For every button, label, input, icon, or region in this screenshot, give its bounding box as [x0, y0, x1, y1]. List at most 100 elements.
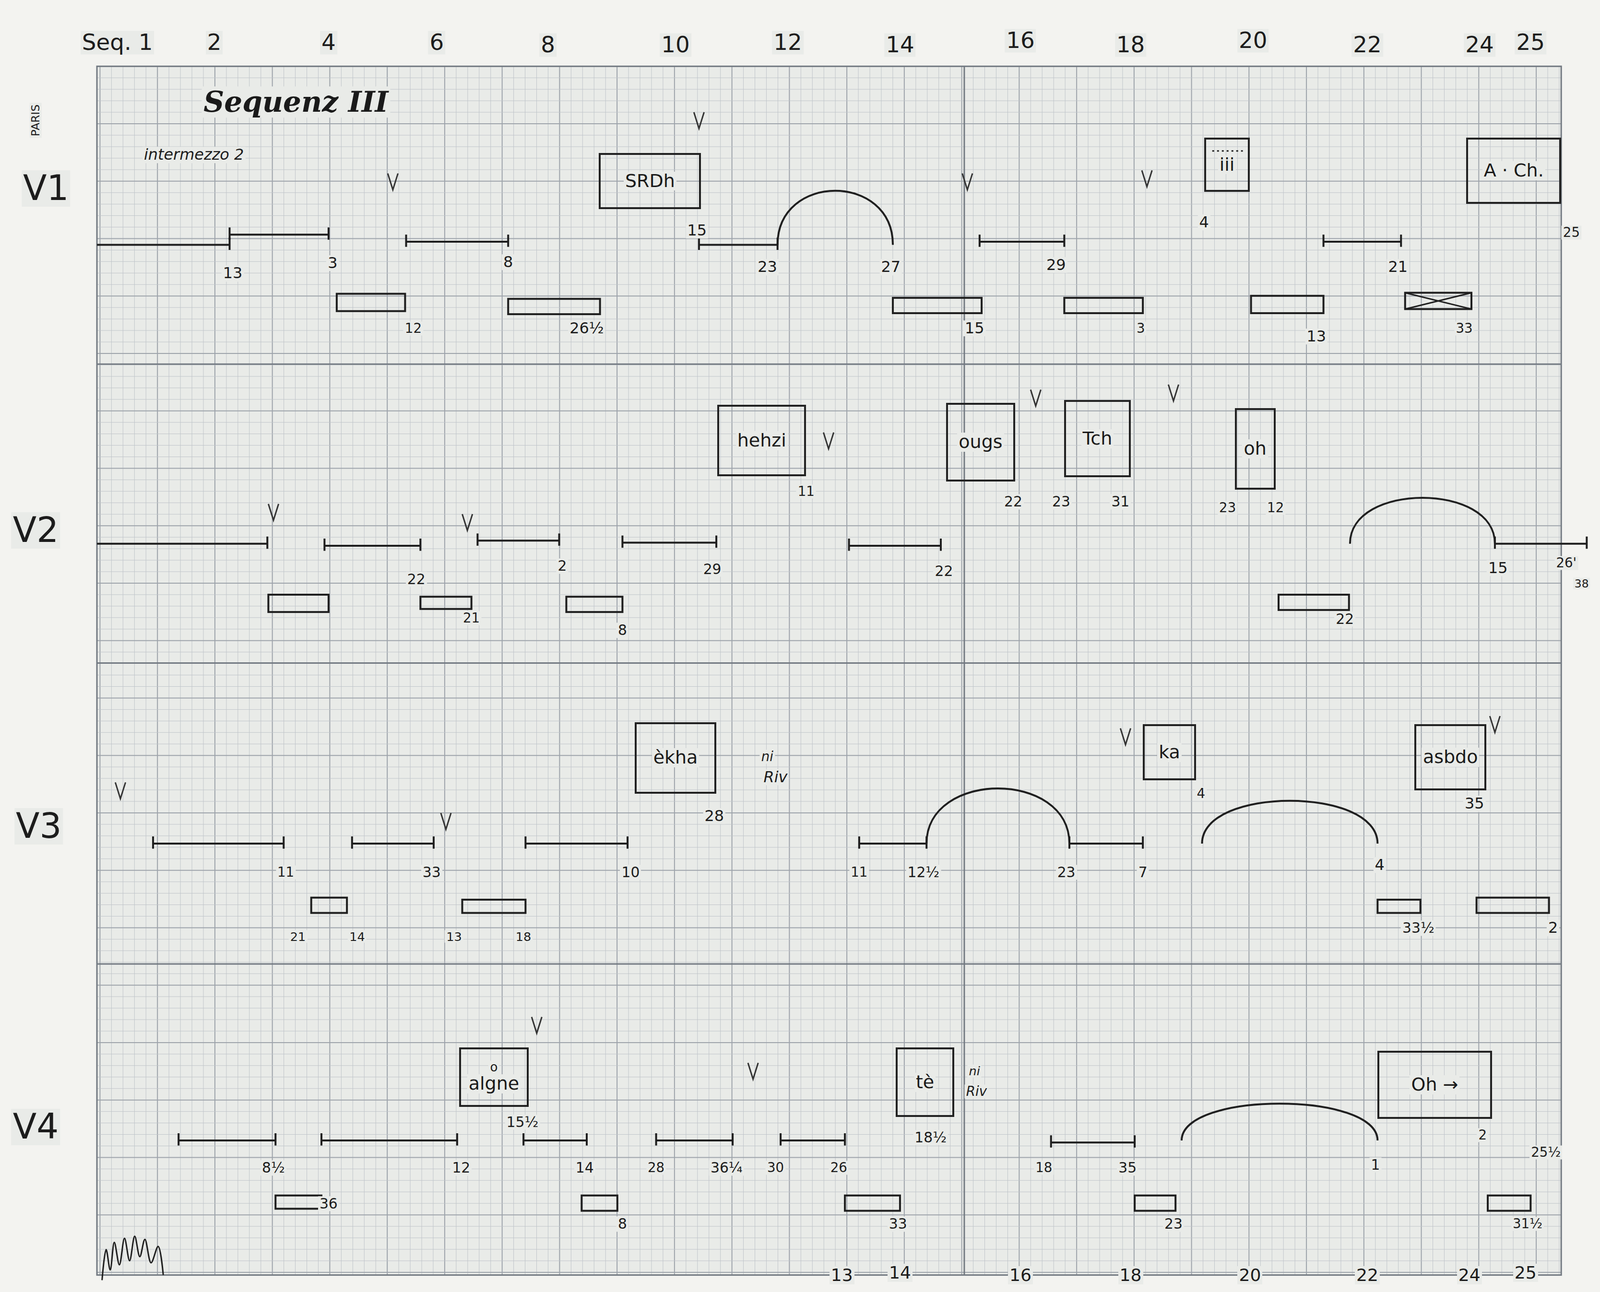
grid-line	[96, 962, 1562, 963]
duration-number: 7	[1137, 865, 1150, 880]
paper-border	[96, 66, 1562, 1276]
duration-number: 15½	[505, 1114, 541, 1130]
note: Riv	[762, 769, 790, 786]
duration-number: 15	[963, 320, 986, 337]
grid-line	[96, 778, 1562, 780]
duration-number: 28	[703, 808, 726, 825]
duration-tick	[323, 538, 326, 552]
duration-number: 30	[765, 1161, 786, 1176]
grid-line	[1501, 66, 1503, 1276]
grid-line	[835, 66, 836, 1276]
duration-tick	[320, 1133, 323, 1147]
grid-line	[1283, 66, 1284, 1276]
breath-mark	[962, 173, 973, 190]
duration-number: 22	[1002, 494, 1024, 510]
grid-line	[1053, 66, 1055, 1276]
note: intermezzo 2	[142, 147, 246, 164]
grid-line	[96, 697, 1562, 699]
grid-line	[96, 387, 1562, 389]
grid-line	[812, 66, 813, 1276]
glissando-arc	[1350, 497, 1495, 545]
duration-number: 23	[1217, 501, 1238, 516]
grid-line	[708, 66, 710, 1276]
grid-line	[96, 835, 1562, 837]
grid-line	[96, 605, 1562, 607]
axis-number: 2	[205, 31, 224, 55]
grid-line	[1535, 66, 1537, 1276]
grid-line	[766, 66, 767, 1276]
axis-number: 25	[1513, 1264, 1539, 1283]
phoneme-box: asbdo	[1414, 724, 1487, 791]
grid-line	[96, 342, 1562, 343]
grid-line	[616, 66, 618, 1276]
duration-line	[699, 243, 778, 246]
rest-bar	[1278, 594, 1350, 611]
duration-number: 4	[1373, 857, 1386, 874]
grid-line	[96, 571, 1562, 573]
phoneme-box: SRDh	[598, 153, 701, 210]
duration-number: 13	[444, 930, 463, 944]
rest-bar	[1064, 297, 1143, 314]
phoneme-box: Tch	[1064, 400, 1131, 478]
grid-line	[96, 284, 1562, 285]
duration-number: 31	[1109, 494, 1131, 510]
grid-line	[96, 249, 1562, 251]
duration-number: 25	[1561, 225, 1582, 240]
duration-tick	[228, 227, 231, 240]
duration-line	[859, 842, 927, 845]
grid-line	[467, 66, 468, 1276]
grid-line	[96, 525, 1562, 527]
duration-number: 23	[1055, 865, 1078, 880]
grid-line	[318, 66, 319, 1276]
grid-line	[949, 66, 951, 1276]
phoneme-box: tè	[895, 1047, 954, 1118]
duration-tick	[524, 836, 527, 850]
grid-line	[501, 66, 503, 1276]
grid-line	[96, 537, 1562, 538]
grid-line	[1351, 66, 1353, 1276]
grid-line	[96, 272, 1562, 274]
duration-tick	[327, 227, 330, 240]
duration-number: 21	[288, 930, 308, 944]
grid-line	[96, 881, 1562, 883]
grid-line	[96, 1100, 1562, 1102]
duration-number: 25½	[1529, 1146, 1563, 1161]
grid-line	[1225, 66, 1227, 1276]
grid-line	[455, 66, 457, 1276]
duration-line	[178, 1139, 276, 1142]
grid-line	[1271, 66, 1273, 1276]
phoneme-text: oh	[1242, 439, 1268, 459]
duration-number: 33	[887, 1217, 909, 1233]
grid-line	[1328, 66, 1330, 1276]
rest-bar-cross	[1405, 292, 1472, 309]
grid-line	[547, 66, 549, 1276]
duration-number: 31½	[1511, 1217, 1544, 1232]
grid-line	[1547, 66, 1549, 1276]
grid-line	[134, 66, 135, 1276]
grid-line	[1076, 66, 1078, 1276]
grid-line	[731, 66, 733, 1276]
grid-line	[640, 66, 641, 1276]
grid-line	[892, 66, 893, 1276]
grid-line	[421, 66, 423, 1276]
duration-number: 18½	[912, 1130, 949, 1146]
grid-line	[96, 169, 1562, 170]
phoneme-text: o	[488, 1061, 499, 1075]
grid-line	[1179, 66, 1181, 1276]
duration-line	[321, 1139, 458, 1142]
grid-line	[96, 950, 1562, 952]
duration-tick	[274, 1133, 277, 1147]
axis-number: 25	[1515, 31, 1547, 55]
grid-line	[96, 215, 1562, 216]
grid-line	[651, 66, 652, 1276]
grid-line	[96, 1203, 1562, 1205]
grid-line	[96, 330, 1562, 332]
axis-number: 20	[1237, 1266, 1263, 1285]
grid-line	[1237, 66, 1238, 1276]
grid-line	[96, 502, 1562, 504]
grid-line	[96, 675, 1562, 676]
grid-line	[96, 1031, 1562, 1032]
duration-number: 23	[1050, 494, 1072, 510]
axis-number: 14	[887, 1264, 913, 1283]
grid-line	[96, 721, 1562, 722]
